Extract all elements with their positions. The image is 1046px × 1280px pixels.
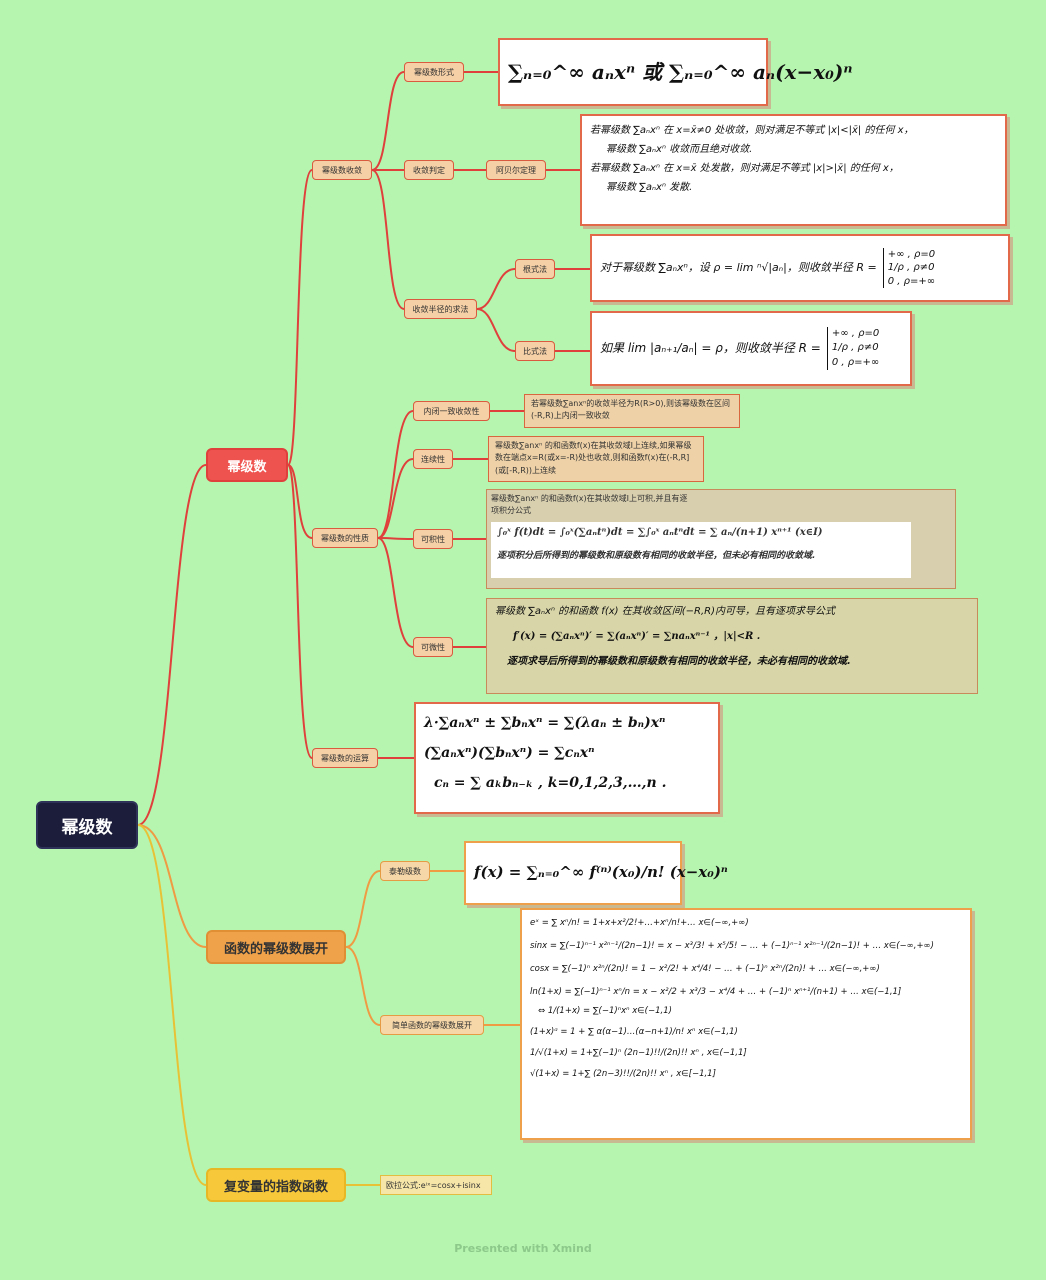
taylor-formula: f(x) = ∑ₙ₌₀^∞ f⁽ⁿ⁾(x₀)/n! (x−x₀)ⁿ (474, 863, 728, 882)
series-form-formula: ∑ₙ₌₀^∞ aₙxⁿ 或 ∑ₙ₌₀^∞ aₙ(x−x₀)ⁿ (508, 60, 853, 84)
abel-line-1: 若幂级数 ∑aₙxⁿ 在 x=x̄≠0 处收敛，则对满足不等式 |x|<|x̄|… (590, 125, 914, 136)
card-abel-theorem: 若幂级数 ∑aₙxⁿ 在 x=x̄≠0 处收敛，则对满足不等式 |x|<|x̄|… (580, 114, 1007, 226)
subtopic-simple-expansion[interactable]: 简单函数的幂级数展开 (380, 1015, 484, 1035)
card-uniform-convergence: 若幂级数∑anxⁿ的收敛半径为R(R>0),则该幂级数在区间(-R,R)上内闭一… (524, 394, 740, 428)
expansion-sin: sinx = ∑(−1)ⁿ⁻¹ x²ⁿ⁻¹/(2n−1)! = x − x³/3… (530, 941, 934, 952)
operations-line-1: λ·∑aₙxⁿ ± ∑bₙxⁿ = ∑(λaₙ ± bₙ)xⁿ (424, 715, 666, 731)
root-topic[interactable]: 幂级数 (36, 801, 138, 849)
card-continuity: 幂级数∑anxⁿ 的和函数f(x)在其收敛域I上连续,如果幂级数在端点x=R(或… (488, 436, 704, 482)
abel-line-3: 若幂级数 ∑aₙxⁿ 在 x=x̄ 处发散，则对满足不等式 |x|>|x̄| 的… (590, 163, 899, 174)
integrable-formula: ∫₀ˣ f(t)dt = ∫₀ˣ(∑aₙtⁿ)dt = ∑∫₀ˣ aₙtⁿdt … (497, 526, 823, 538)
root-case-2: 1/ρ , ρ≠0 (887, 262, 935, 274)
card-taylor-series: f(x) = ∑ₙ₌₀^∞ f⁽ⁿ⁾(x₀)/n! (x−x₀)ⁿ (464, 841, 728, 905)
subtopic-abel[interactable]: 阿贝尔定理 (486, 160, 546, 180)
card-integrability: 幂级数∑anxⁿ 的和函数f(x)在其收敛域I上可积,并且有逐项积分公式 ∫₀ˣ… (486, 489, 956, 589)
ratio-case-1: +∞ , ρ=0 (831, 327, 880, 339)
subtopic-judge[interactable]: 收敛判定 (404, 160, 454, 180)
continuity-text: 幂级数∑anxⁿ 的和函数f(x)在其收敛域I上连续,如果幂级数在端点x=R(或… (495, 441, 692, 475)
subtopic-taylor[interactable]: 泰勒级数 (380, 861, 430, 881)
ratio-test-cases: +∞ , ρ=0 1/ρ , ρ≠0 0 , ρ=+∞ (826, 326, 880, 371)
diff-line-3: 逐项求导后所得到的幂级数和原级数有相同的收敛半径，未必有相同的收敛域. (507, 656, 851, 667)
subtopic-convergence[interactable]: 幂级数收敛 (312, 160, 372, 180)
expansion-cos: cosx = ∑(−1)ⁿ x²ⁿ/(2n)! = 1 − x²/2! + x⁴… (530, 964, 880, 975)
subtopic-euler-formula[interactable]: 欧拉公式:eⁱˣ=cosx+isinx (380, 1175, 492, 1195)
ratio-case-2: 1/ρ , ρ≠0 (831, 342, 879, 354)
card-operations: λ·∑aₙxⁿ ± ∑bₙxⁿ = ∑(λaₙ ± bₙ)xⁿ (∑aₙxⁿ)(… (414, 702, 720, 814)
subtopic-radius[interactable]: 收敛半径的求法 (404, 299, 477, 319)
root-test-cases: +∞ , ρ=0 1/ρ , ρ≠0 0 , ρ=+∞ (882, 247, 936, 289)
ratio-case-3: 0 , ρ=+∞ (831, 356, 880, 368)
main-topic-complex-exponential[interactable]: 复变量的指数函数 (206, 1168, 346, 1202)
expansion-inv-sqrt: 1/√(1+x) = 1+∑(−1)ⁿ (2n−1)!!/(2n)!! xⁿ ,… (530, 1048, 747, 1059)
subtopic-ratio-test[interactable]: 比式法 (515, 341, 555, 361)
integrable-text: 幂级数∑anxⁿ 的和函数f(x)在其收敛域I上可积,并且有逐项积分公式 (491, 494, 688, 516)
root-case-3: 0 , ρ=+∞ (887, 275, 936, 287)
subtopic-root-test[interactable]: 根式法 (515, 259, 555, 279)
expansion-ln: ln(1+x) = ∑(−1)ⁿ⁻¹ xⁿ/n = x − x²/2 + x³/… (530, 987, 902, 998)
abel-line-2: 幂级数 ∑aₙxⁿ 收敛而且绝对收敛. (606, 144, 753, 155)
diff-line-2: f′(x) = (∑aₙxⁿ)′ = ∑(aₙxⁿ)′ = ∑naₙxⁿ⁻¹ ，… (513, 631, 761, 642)
uniform-text: 若幂级数∑anxⁿ的收敛半径为R(R>0),则该幂级数在区间(-R,R)上内闭一… (531, 399, 730, 421)
subtopic-operations[interactable]: 幂级数的运算 (312, 748, 378, 768)
diff-line-1: 幂级数 ∑aₙxⁿ 的和函数 f(x) 在其收敛区间(−R,R)内可导，且有逐项… (495, 606, 835, 617)
expansion-reciprocal: ⇔ 1/(1+x) = ∑(−1)ⁿxⁿ x∈(−1,1) (538, 1006, 672, 1017)
subtopic-properties[interactable]: 幂级数的性质 (312, 528, 378, 548)
expansion-sqrt: √(1+x) = 1+∑ (2n−3)!!/(2n)!! xⁿ , x∈[−1,… (530, 1069, 716, 1080)
card-series-form: ∑ₙ₌₀^∞ aₙxⁿ 或 ∑ₙ₌₀^∞ aₙ(x−x₀)ⁿ (498, 38, 853, 106)
subtopic-form[interactable]: 幂级数形式 (404, 62, 464, 82)
expansion-exp: eˣ = ∑ xⁿ/n! = 1+x+x²/2!+…+xⁿ/n!+… x∈(−∞… (530, 918, 749, 928)
main-topic-power-series[interactable]: 幂级数 (206, 448, 288, 482)
abel-line-4: 幂级数 ∑aₙxⁿ 发散. (606, 182, 693, 193)
subtopic-continuity[interactable]: 连续性 (413, 449, 453, 469)
subtopic-integrable[interactable]: 可积性 (413, 529, 453, 549)
subtopic-uniform[interactable]: 内闭一致收敛性 (413, 401, 490, 421)
operations-line-3: cₙ = ∑ aₖbₙ₋ₖ , k=0,1,2,3,…,n . (434, 775, 667, 792)
card-root-test: 对于幂级数 ∑aₙxⁿ，设 ρ = lim ⁿ√|aₙ|，则收敛半径 R = +… (590, 234, 1010, 302)
expansion-binomial: (1+x)ᵅ = 1 + ∑ α(α−1)…(α−n+1)/n! xⁿ x∈(−… (530, 1027, 738, 1038)
card-expansions: eˣ = ∑ xⁿ/n! = 1+x+x²/2!+…+xⁿ/n!+… x∈(−∞… (520, 908, 972, 1140)
card-ratio-test: 如果 lim |aₙ₊₁/aₙ| = ρ，则收敛半径 R = +∞ , ρ=0 … (590, 311, 912, 386)
subtopic-differentiable[interactable]: 可微性 (413, 637, 453, 657)
root-case-1: +∞ , ρ=0 (887, 248, 936, 260)
integrable-note: 逐项积分后所得到的幂级数和原级数有相同的收敛半径，但未必有相同的收敛域. (497, 550, 816, 561)
ratio-test-text: 如果 lim |aₙ₊₁/aₙ| = ρ，则收敛半径 R = (600, 340, 821, 355)
footer-credit: Presented with Xmind (454, 1242, 592, 1255)
operations-line-2: (∑aₙxⁿ)(∑bₙxⁿ) = ∑cₙxⁿ (424, 745, 595, 762)
root-test-text: 对于幂级数 ∑aₙxⁿ，设 ρ = lim ⁿ√|aₙ|，则收敛半径 R = (600, 260, 877, 274)
main-topic-function-expansion[interactable]: 函数的幂级数展开 (206, 930, 346, 964)
card-differentiability: 幂级数 ∑aₙxⁿ 的和函数 f(x) 在其收敛区间(−R,R)内可导，且有逐项… (486, 598, 978, 694)
